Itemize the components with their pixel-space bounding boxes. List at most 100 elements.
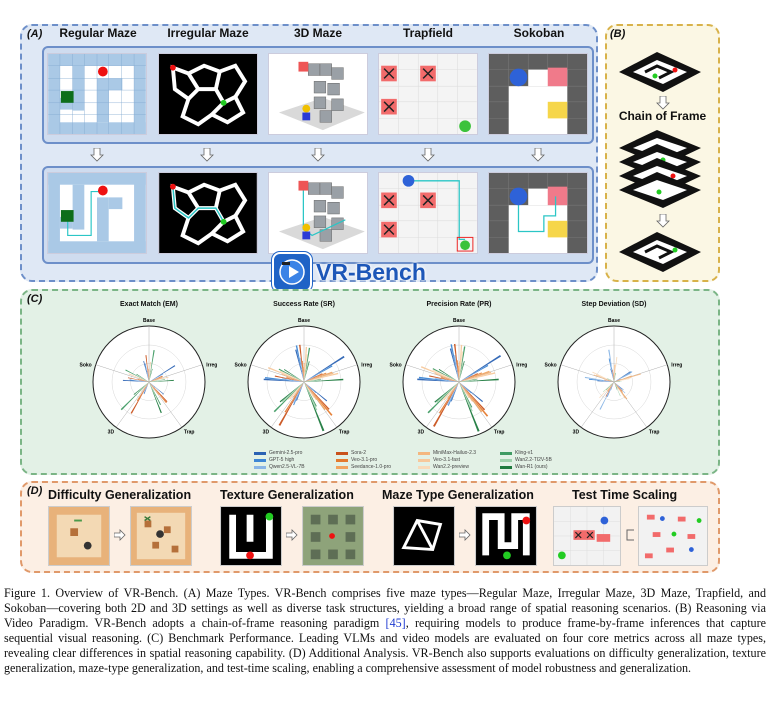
legend-label: Veo-3.1-pro (351, 457, 378, 463)
panel-b-tag: (B) (610, 28, 626, 40)
radar-bar (459, 382, 484, 403)
chart-title-sr: Success Rate (SR) (273, 301, 335, 308)
radar-bar (287, 382, 304, 400)
vr-bench-logo: VR-Bench (272, 250, 452, 294)
radar-bar (459, 370, 490, 382)
chain-of-frame-title: Chain of Frame (618, 109, 707, 123)
legend-label: Sora-2 (351, 450, 367, 456)
radar-bar (279, 370, 304, 382)
arrow-down-icon (531, 147, 545, 162)
legend-label: Wan2.2-TI2V-5B (515, 457, 552, 463)
radar-bar (142, 378, 149, 382)
radar-bar (274, 375, 304, 382)
radar-bar (602, 382, 614, 393)
radar-bar (299, 344, 304, 382)
radar-bar (304, 373, 323, 382)
radar-axis-line (95, 364, 150, 383)
radar-axis-line (560, 364, 615, 383)
radar-bar (614, 380, 622, 382)
radar-bar (128, 373, 149, 382)
radar-axis-line (458, 364, 513, 383)
title-test-time-scaling: Test Time Scaling (572, 488, 678, 502)
radar-bar (149, 382, 165, 395)
radar-bar (143, 361, 149, 382)
radar-bar (304, 382, 330, 410)
legend-item: Veo-3.1-fast (418, 457, 460, 463)
radar-bar (304, 372, 339, 382)
radar-axis-line (425, 381, 460, 428)
radar-bar (127, 377, 149, 382)
radar-bar (445, 374, 459, 382)
radar-bar (289, 382, 304, 400)
radar-bar (438, 382, 459, 414)
radar-bar (450, 382, 459, 402)
panel-d-tag: (D) (27, 485, 43, 497)
radar-axis-line (613, 364, 668, 383)
radar-bar (140, 382, 149, 392)
radar-bar (595, 374, 614, 382)
radar-bar (304, 382, 328, 402)
radar-bar (614, 381, 619, 382)
radar-bar (149, 377, 163, 382)
radar-bar (614, 364, 615, 382)
regular-maze-solved (47, 172, 147, 254)
chart-title-sd: Step Deviation (SD) (581, 301, 647, 308)
radar-bar (304, 364, 308, 382)
radar-bar (133, 382, 149, 395)
radar-bar (440, 376, 459, 382)
radar-bar (459, 351, 464, 382)
texture-styled-tile (302, 506, 364, 566)
irregular-maze-initial (158, 53, 258, 135)
radar-bar (149, 373, 151, 382)
radar-bar (149, 382, 153, 386)
radar-axis-label: Soko (235, 363, 247, 369)
texture-plain-tile (220, 506, 282, 566)
radar-axis-line (270, 381, 305, 428)
radar-bar (450, 382, 459, 393)
arrow-down-icon (656, 95, 670, 110)
radar-bar (599, 382, 614, 399)
difficulty-easy-tile (48, 506, 110, 566)
radar-bar (149, 379, 166, 382)
radar-bar (614, 382, 626, 394)
radar-bar (614, 377, 616, 382)
radar-bar (136, 373, 149, 382)
title-3d-maze: 3D Maze (293, 26, 343, 40)
radar-bar (304, 347, 311, 382)
radar-bar (459, 382, 466, 394)
arrow-down-icon (90, 147, 104, 162)
radar-axis-label: Irreg (671, 363, 682, 369)
radar-axis-label: Irreg (361, 363, 372, 369)
radar-bar (434, 377, 459, 382)
title-texture-generalization: Texture Generalization (220, 488, 354, 502)
radar-bar (459, 382, 470, 399)
radar-axis-line (148, 381, 183, 428)
title-maze-type-generalization: Maze Type Generalization (382, 488, 534, 502)
radar-bar (443, 382, 459, 401)
radar-bar (607, 382, 614, 392)
legend-item: Wan2.2-preview (418, 464, 469, 470)
radar-bar (149, 382, 155, 391)
radar-bar (459, 382, 489, 417)
radar-bar (149, 379, 174, 382)
caption-text-part2: , requiring models to produce frame-by-f… (4, 616, 766, 676)
radar-bar (606, 382, 614, 391)
radar-bar (434, 372, 459, 382)
radar-bar (145, 382, 149, 387)
radar-bar (291, 374, 304, 382)
radar-bar (459, 372, 482, 382)
arrow-down-icon (656, 213, 670, 228)
legend-item: Veo-3.1-pro (336, 457, 377, 463)
legend-label: Veo-3.1-fast (433, 457, 460, 463)
bracket-icon (624, 528, 636, 541)
caption-citation-link[interactable]: [45] (385, 616, 406, 631)
radar-bar (278, 368, 304, 382)
test-time-single-tile (553, 506, 621, 566)
radar-axis-label: Trap (649, 429, 660, 435)
legend-swatch (336, 458, 348, 462)
radar-bar (459, 382, 472, 394)
radar-bar (607, 378, 614, 382)
radar-bar (149, 376, 169, 382)
